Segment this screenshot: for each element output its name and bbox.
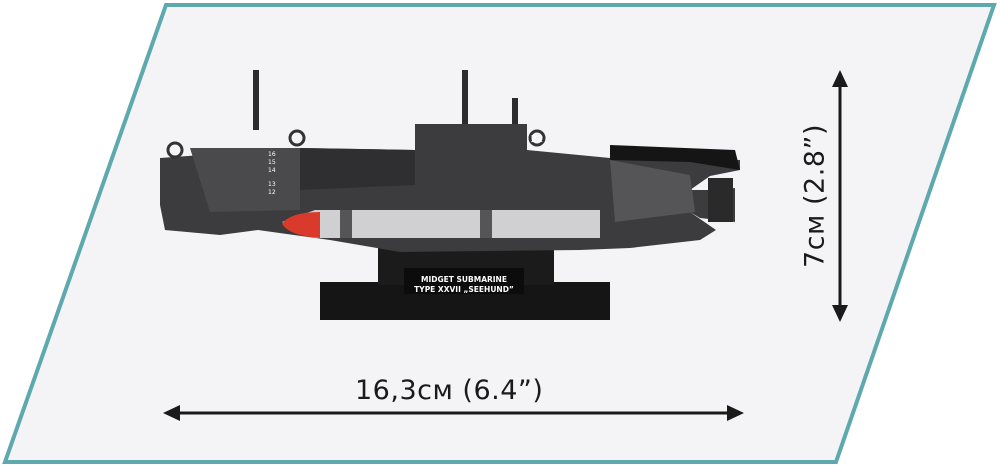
tower-number: 22	[531, 134, 544, 145]
depth-mark: 14	[268, 167, 276, 174]
plaque-line-1: MIDGET SUBMARINE	[421, 275, 507, 284]
depth-mark: 12	[268, 189, 276, 196]
plaque: MIDGET SUBMARINE TYPE XXVII „SEEHUND”	[404, 275, 524, 295]
depth-mark: 15	[268, 159, 276, 166]
depth-mark: 16	[268, 151, 276, 158]
height-label: 7см (2.8”)	[799, 124, 831, 268]
submarine-model	[160, 70, 740, 252]
height-arrow	[832, 70, 848, 322]
depth-mark: 13	[268, 181, 276, 188]
width-arrow	[163, 405, 744, 421]
width-label: 16,3см (6.4”)	[355, 375, 544, 406]
display-stand	[320, 245, 610, 320]
plaque-line-2: TYPE XXVII „SEEHUND”	[414, 285, 514, 294]
